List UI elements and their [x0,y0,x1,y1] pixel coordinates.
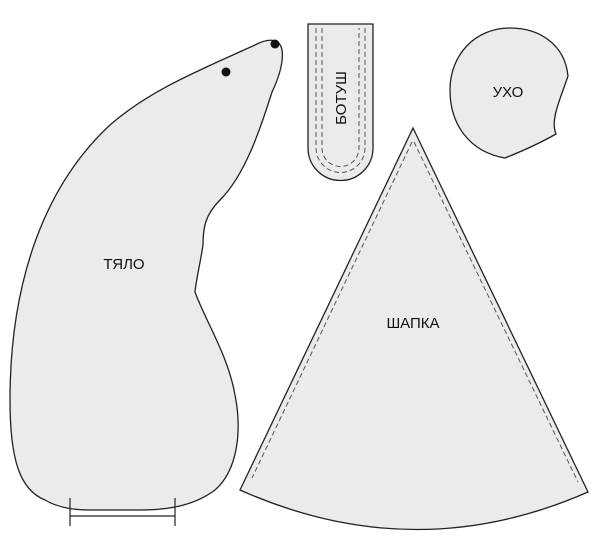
boot-piece: БОТУШ [307,23,374,182]
boot-label: БОТУШ [333,71,350,125]
hat-seam-right [413,141,579,483]
body-label: ТЯЛО [103,256,144,273]
hat-seam-left [251,141,413,479]
nose-mark [270,39,280,49]
boot-seam-inner [321,28,360,167]
body-outline [9,39,284,511]
ear-label: УХО [493,84,524,101]
boot-outline [307,23,374,182]
hat-piece: ШАПКА [239,126,589,531]
eye-mark [221,67,231,77]
body-piece: ТЯЛО [9,39,284,526]
ear-piece: УХО [449,27,569,159]
hat-outline [239,126,589,531]
hat-label: ШАПКА [386,315,439,332]
ear-outline [449,27,569,159]
